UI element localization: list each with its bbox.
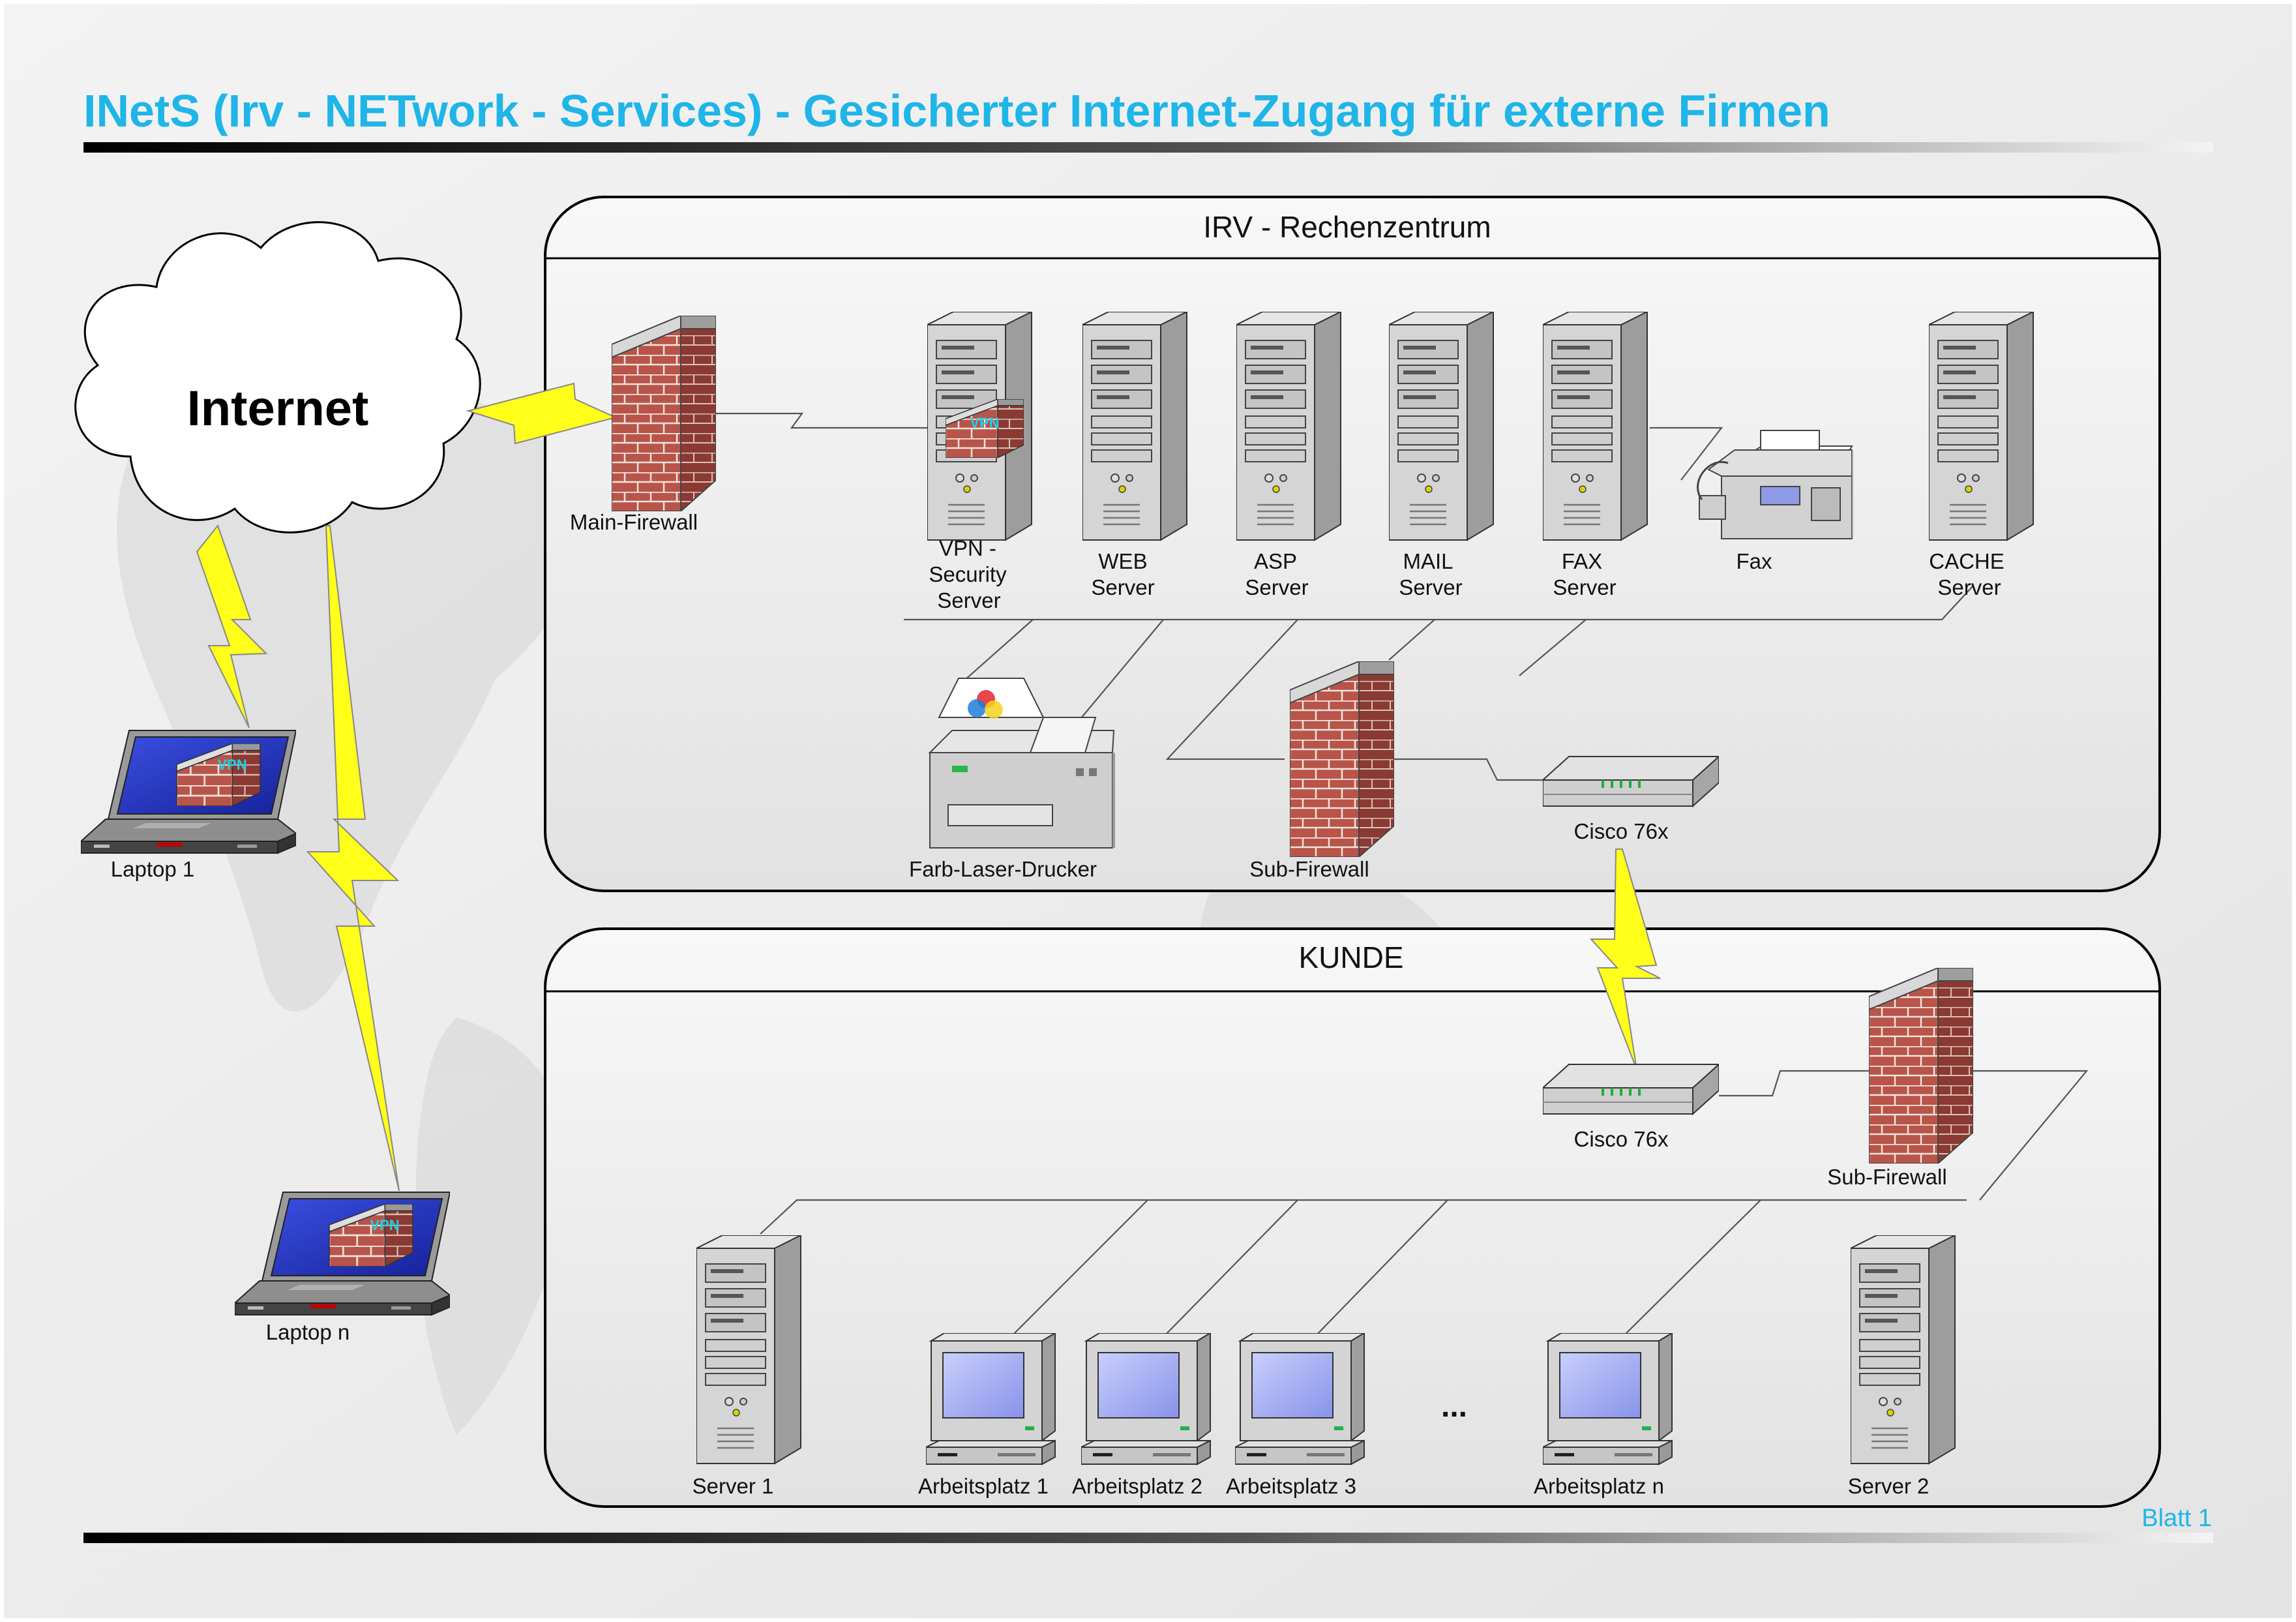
laptop-n-vpn-badge: VPN: [370, 1217, 399, 1233]
fax-server-label-2: Server: [1553, 575, 1616, 599]
printer-label: Farb-Laser-Drucker: [909, 857, 1097, 881]
workstation-2-icon: [1081, 1333, 1211, 1465]
web-server-label-1: WEB: [1098, 549, 1147, 573]
lightning-internet-laptopn: [306, 525, 400, 1192]
asp-server-label-1: ASP: [1254, 549, 1297, 573]
server2-label: Server 2: [1848, 1474, 1930, 1498]
fax-device-label: Fax: [1736, 549, 1772, 573]
laptop-1-label: Laptop 1: [111, 857, 194, 881]
cisco-router-customer-icon: [1543, 1063, 1719, 1115]
cisco-router-customer-label: Cisco 76x: [1574, 1127, 1669, 1151]
asp-server-icon: [1236, 312, 1342, 541]
workstation-1-icon: [926, 1333, 1056, 1465]
workstation-1-label: Arbeitsplatz 1: [918, 1474, 1049, 1498]
color-laser-printer-icon: [928, 678, 1115, 849]
page-title: INetS (Irv - NETwork - Services) - Gesic…: [83, 85, 1830, 136]
sheet-label: Blatt 1: [2141, 1505, 2212, 1532]
mail-server-label-2: Server: [1399, 575, 1462, 599]
cisco-router-datacenter-label: Cisco 76x: [1574, 819, 1669, 843]
vpn-server-label-2: Security: [929, 562, 1007, 586]
cache-server-label-2: Server: [1937, 575, 2001, 599]
mail-server-icon: [1389, 312, 1495, 541]
server1-icon: [696, 1235, 802, 1465]
laptop-1-vpn-badge: VPN: [217, 757, 246, 773]
asp-server-label-2: Server: [1245, 575, 1308, 599]
main-firewall-icon: [612, 316, 716, 511]
workstation-2-label: Arbeitsplatz 2: [1072, 1474, 1202, 1498]
fax-server-label-1: FAX: [1562, 549, 1602, 573]
vpn-server-label-1: VPN -: [939, 536, 996, 560]
sub-firewall-datacenter-icon: [1290, 661, 1394, 857]
sub-firewall-customer-icon: [1869, 968, 1973, 1164]
mail-server-label-1: MAIL: [1403, 549, 1453, 573]
lightning-cisco-link: [1589, 849, 1661, 1070]
server1-label: Server 1: [693, 1474, 774, 1498]
workstation-n-label: Arbeitsplatz n: [1534, 1474, 1664, 1498]
cache-server-icon: [1929, 312, 2035, 541]
footer-bar: [83, 1533, 2213, 1543]
workstation-n-icon: [1543, 1333, 1673, 1465]
internet-cloud: Internet: [74, 221, 481, 533]
web-server-icon: [1082, 312, 1188, 541]
main-firewall-label: Main-Firewall: [570, 510, 698, 534]
workstation-3-icon: [1235, 1333, 1365, 1465]
title-underline: [83, 142, 2213, 153]
workstation-ellipsis: ...: [1441, 1389, 1467, 1424]
fax-machine-icon: [1697, 430, 1853, 539]
datacenter-wiring: [715, 412, 1974, 781]
internet-label: Internet: [187, 381, 369, 436]
lightning-internet-laptop1: [196, 524, 268, 728]
laptop-n-label: Laptop n: [266, 1320, 350, 1344]
cache-server-label-1: CACHE: [1929, 549, 2005, 573]
vpn-server-label-3: Server: [937, 588, 1000, 612]
fax-server-icon: [1543, 312, 1648, 541]
wireless-links: [196, 382, 1661, 1192]
sub-firewall-datacenter-label: Sub-Firewall: [1249, 857, 1369, 881]
web-server-label-2: Server: [1091, 575, 1154, 599]
server2-icon: [1851, 1235, 1956, 1465]
cisco-router-datacenter-icon: [1543, 755, 1719, 807]
workstation-3-label: Arbeitsplatz 3: [1226, 1474, 1356, 1498]
sub-firewall-customer-label: Sub-Firewall: [1827, 1165, 1946, 1189]
customer-wiring: [760, 1070, 2089, 1340]
zone-datacenter-title: IRV - Rechenzentrum: [1203, 210, 1491, 244]
vpn-server-badge: VPN: [970, 415, 999, 431]
zone-customer-title: KUNDE: [1298, 940, 1403, 974]
